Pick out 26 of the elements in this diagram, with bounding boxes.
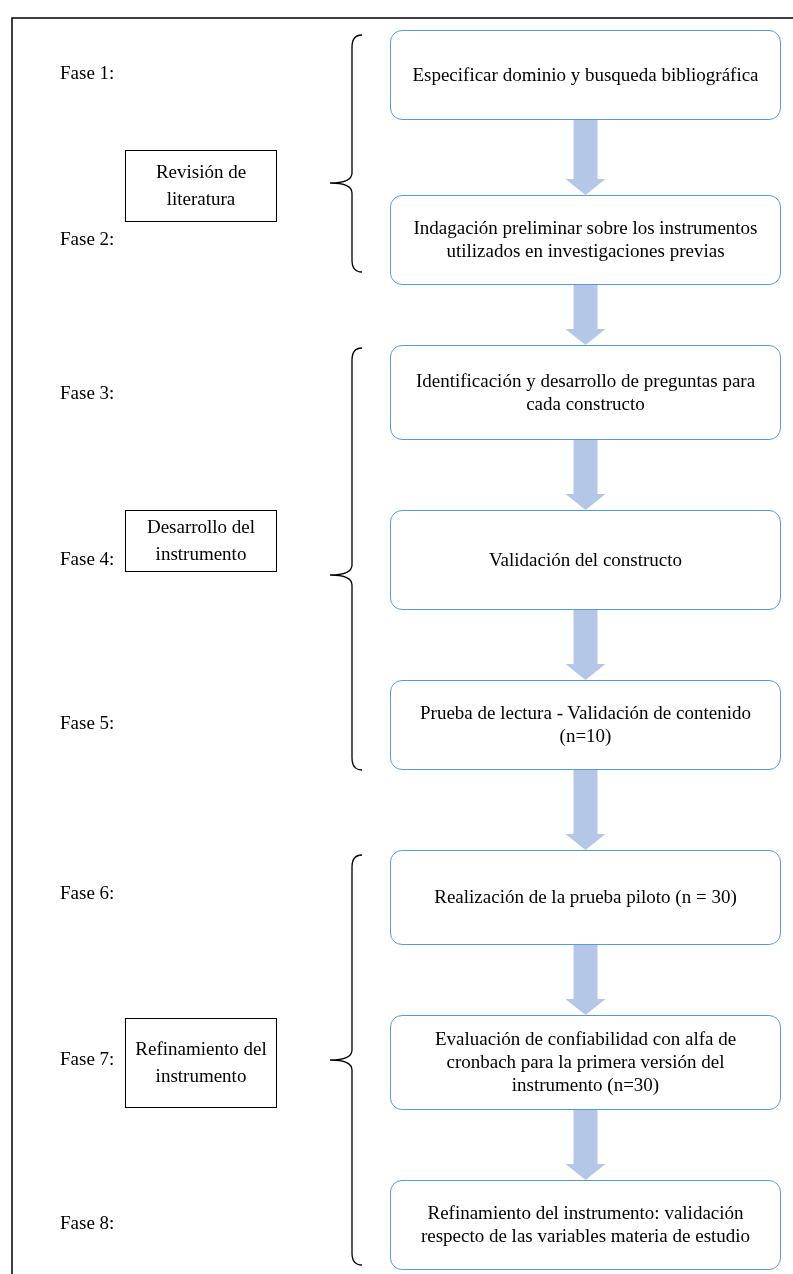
process-box: Prueba de lectura - Validación de contenido (n=10): [390, 680, 781, 770]
process-box: Identificación y desarrollo de preguntas para cada constructo: [390, 345, 781, 440]
process-box: Especificar dominio y busqueda bibliográfica: [390, 30, 781, 120]
phase-label: Fase 1:: [60, 62, 115, 84]
phase-label: Fase 8:: [60, 1212, 115, 1234]
phase-label: Fase 7:: [60, 1048, 115, 1070]
stage-box: Revisión de literatura: [125, 150, 277, 222]
process-box: Indagación preliminar sobre los instrumentos utilizados en investigaciones previas: [390, 195, 781, 285]
phase-label: Fase 6:: [60, 882, 115, 904]
block-arrow: [565, 1110, 606, 1180]
stage-box: Desarrollo del instrumento: [125, 510, 277, 572]
process-box: Realización de la prueba piloto (n = 30): [390, 850, 781, 945]
process-box: Refinamiento del instrumento: validación respecto de las variables materia de estudio: [390, 1180, 781, 1270]
phase-label: Fase 3:: [60, 382, 115, 404]
block-arrow: [565, 285, 606, 345]
process-box: Evaluación de confiabilidad con alfa de cronbach para la primera versión del instrumento (n=30): [390, 1015, 781, 1110]
block-arrow: [565, 610, 606, 680]
block-arrow: [565, 945, 606, 1015]
stage-box: Refinamiento del instrumento: [125, 1018, 277, 1108]
phase-label: Fase 2:: [60, 228, 115, 250]
phase-label: Fase 5:: [60, 712, 115, 734]
block-arrow: [565, 120, 606, 195]
phase-label: Fase 4:: [60, 548, 115, 570]
process-box: Validación del constructo: [390, 510, 781, 610]
block-arrow: [565, 770, 606, 850]
block-arrow: [565, 440, 606, 510]
